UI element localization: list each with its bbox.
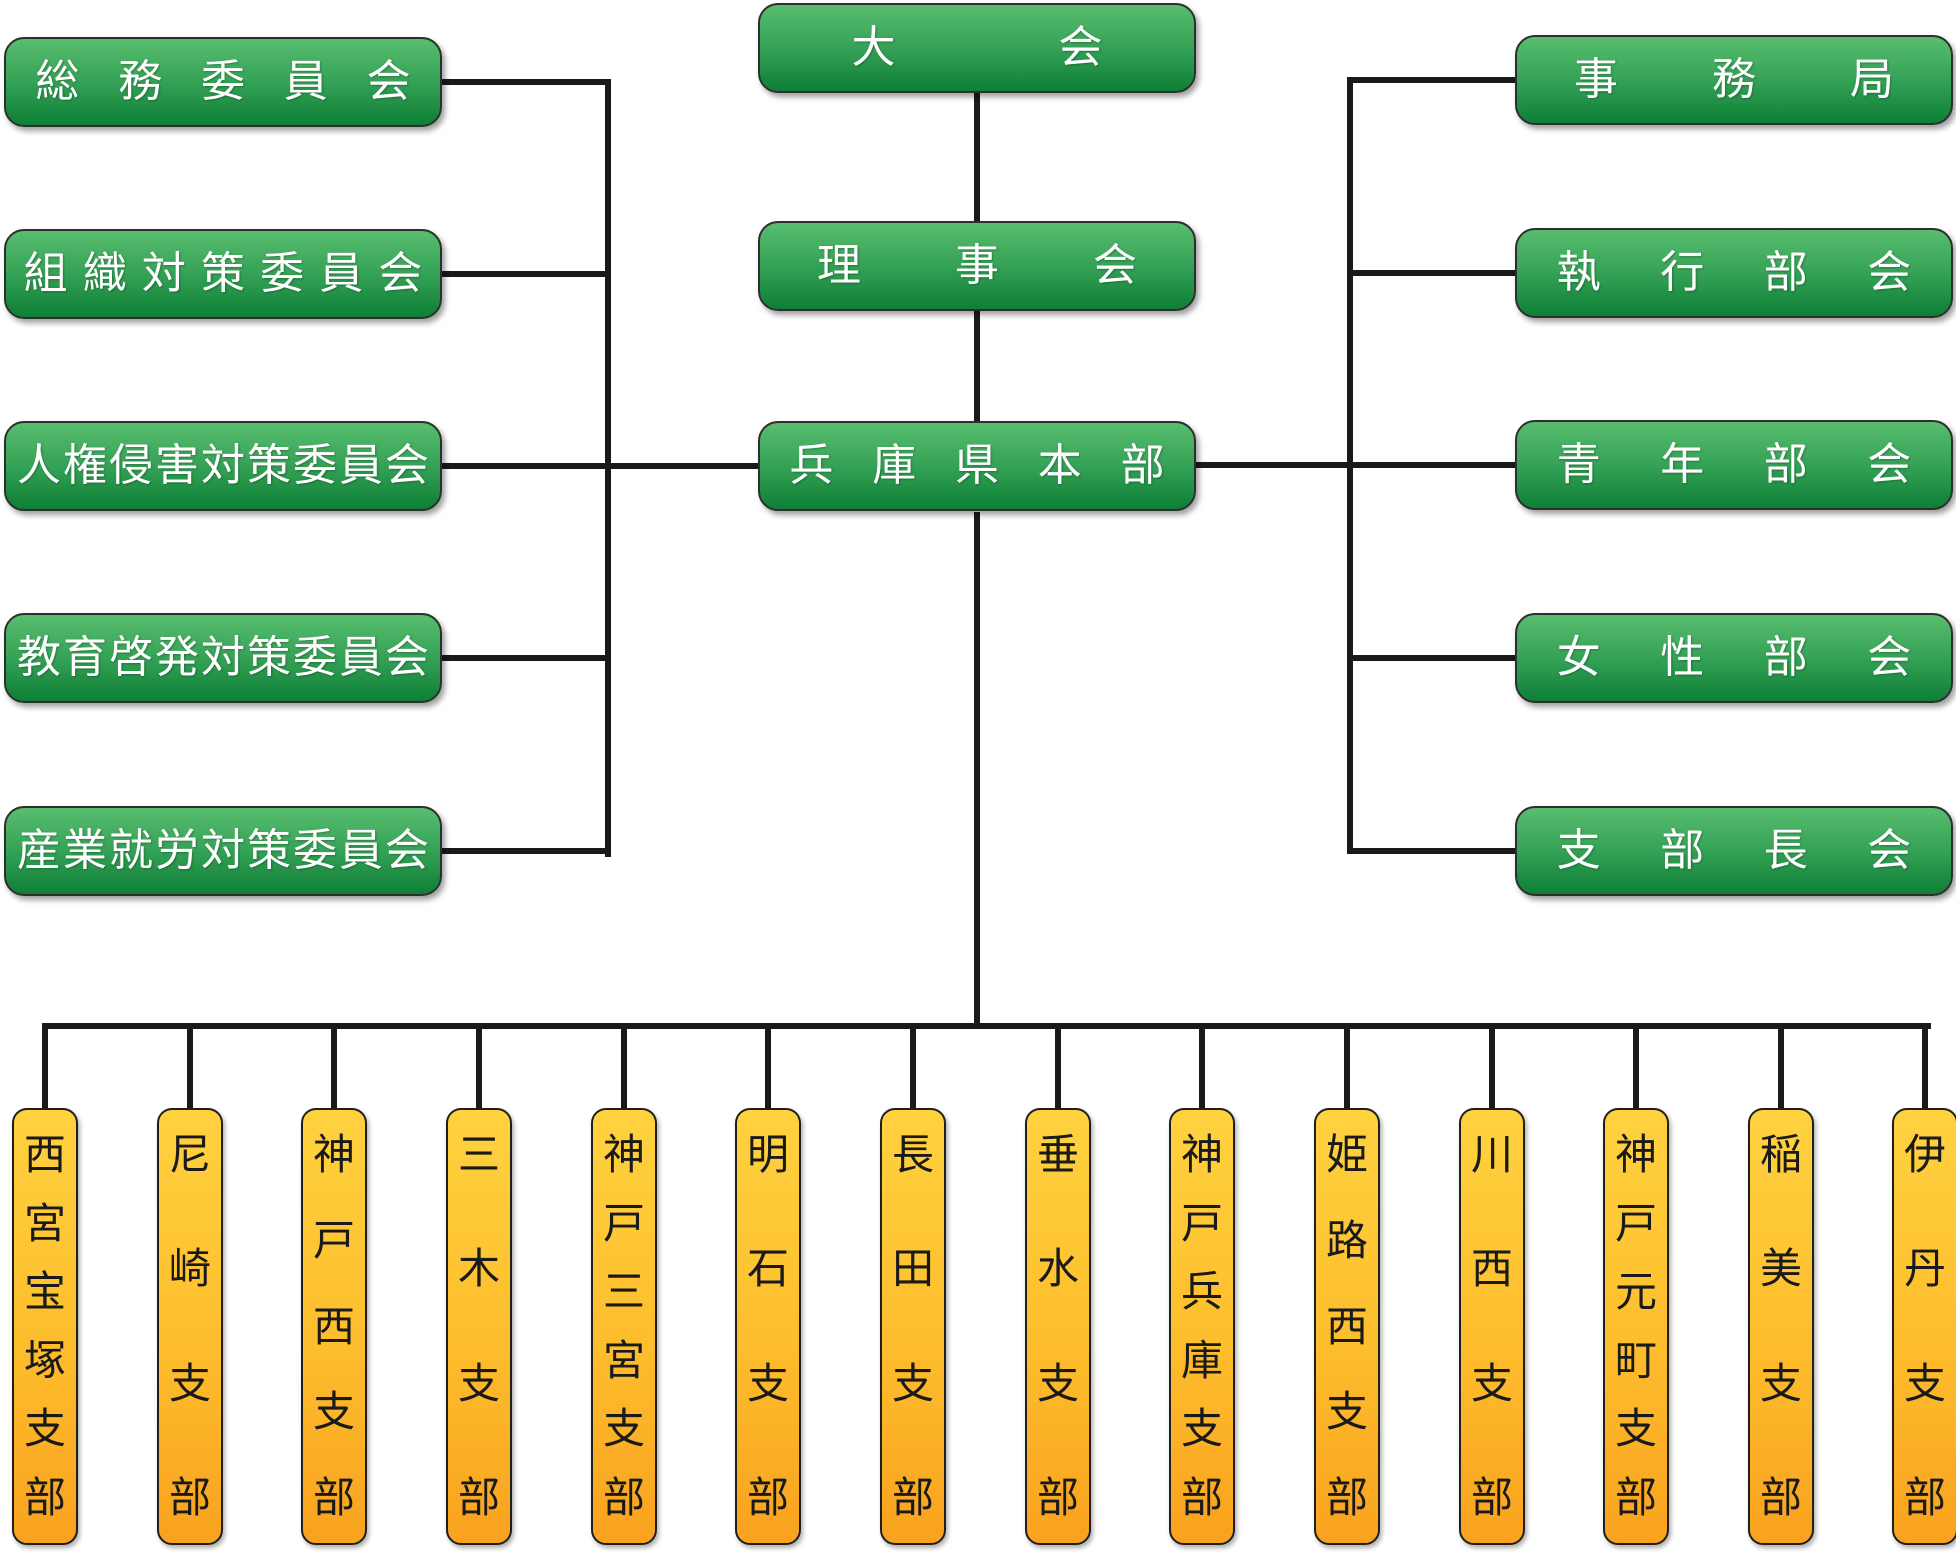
right-connector-stub-4 xyxy=(1350,655,1515,661)
node-branch-miki: 三木支部 xyxy=(446,1108,512,1545)
branch-stub-12 xyxy=(1633,1026,1639,1108)
branch-stub-6 xyxy=(765,1026,771,1108)
right-connector-stub-5 xyxy=(1350,848,1515,854)
center-connector-assembly-board xyxy=(974,88,980,221)
node-branch-inami: 稲美支部 xyxy=(1748,1108,1814,1545)
left-connector-stub-5 xyxy=(442,848,608,854)
node-committee-education: 教育啓発対策委員会 xyxy=(4,613,442,703)
branch-stub-8 xyxy=(1055,1026,1061,1108)
branch-stub-10 xyxy=(1344,1026,1350,1108)
branch-stub-14 xyxy=(1922,1026,1928,1108)
node-board-of-directors: 理事会 xyxy=(758,221,1196,311)
branch-stub-5 xyxy=(621,1026,627,1108)
left-connector-stub-1 xyxy=(442,79,608,85)
right-connector-row-3 xyxy=(1196,462,1515,468)
node-branch-kawanishi: 川西支部 xyxy=(1459,1108,1525,1545)
node-women-section: 女性部会 xyxy=(1515,613,1953,703)
right-connector-stub-1 xyxy=(1350,77,1515,83)
branch-stub-2 xyxy=(187,1026,193,1108)
node-branch-nagata: 長田支部 xyxy=(880,1108,946,1545)
node-committee-organization: 組織対策委員会 xyxy=(4,229,442,319)
branch-stub-7 xyxy=(910,1026,916,1108)
branch-stub-4 xyxy=(476,1026,482,1108)
node-branch-amagasaki: 尼崎支部 xyxy=(157,1108,223,1545)
node-committee-industry-labor: 産業就労対策委員会 xyxy=(4,806,442,896)
node-branch-nishinomiya-takarazuka: 西宮宝塚支部 xyxy=(12,1108,78,1545)
node-branch-tarumi: 垂水支部 xyxy=(1025,1108,1091,1545)
node-committee-general-affairs: 総務委員会 xyxy=(4,37,442,127)
center-connector-hq-branches xyxy=(974,512,980,1026)
node-branch-kobe-motomachi: 神戸元町支部 xyxy=(1603,1108,1669,1545)
node-executive-section: 執行部会 xyxy=(1515,228,1953,318)
node-general-assembly: 大会 xyxy=(758,3,1196,93)
node-committee-human-rights: 人権侵害対策委員会 xyxy=(4,421,442,511)
node-branch-himeji-nishi: 姫路西支部 xyxy=(1314,1108,1380,1545)
left-connector-stub-2 xyxy=(442,271,608,277)
branch-stub-11 xyxy=(1489,1026,1495,1108)
node-branch-kobe-hyogo: 神戸兵庫支部 xyxy=(1169,1108,1235,1545)
left-connector-row-3 xyxy=(442,463,758,469)
node-branch-itami: 伊丹支部 xyxy=(1892,1108,1956,1545)
node-branch-chiefs: 支部長会 xyxy=(1515,806,1953,896)
node-branch-akashi: 明石支部 xyxy=(735,1108,801,1545)
branch-stub-1 xyxy=(42,1026,48,1108)
node-branch-kobe-nishi: 神戸西支部 xyxy=(301,1108,367,1545)
node-branch-kobe-sannomiya: 神戸三宮支部 xyxy=(591,1108,657,1545)
node-secretariat: 事務局 xyxy=(1515,35,1953,125)
branch-stub-9 xyxy=(1199,1026,1205,1108)
node-youth-section: 青年部会 xyxy=(1515,420,1953,510)
center-connector-board-hq xyxy=(974,311,980,421)
right-connector-stub-2 xyxy=(1350,270,1515,276)
left-connector-stub-4 xyxy=(442,655,608,661)
branch-distribution-line xyxy=(42,1023,1931,1029)
node-hyogo-headquarters: 兵庫県本部 xyxy=(758,421,1196,511)
branch-stub-3 xyxy=(331,1026,337,1108)
branch-stub-13 xyxy=(1778,1026,1784,1108)
